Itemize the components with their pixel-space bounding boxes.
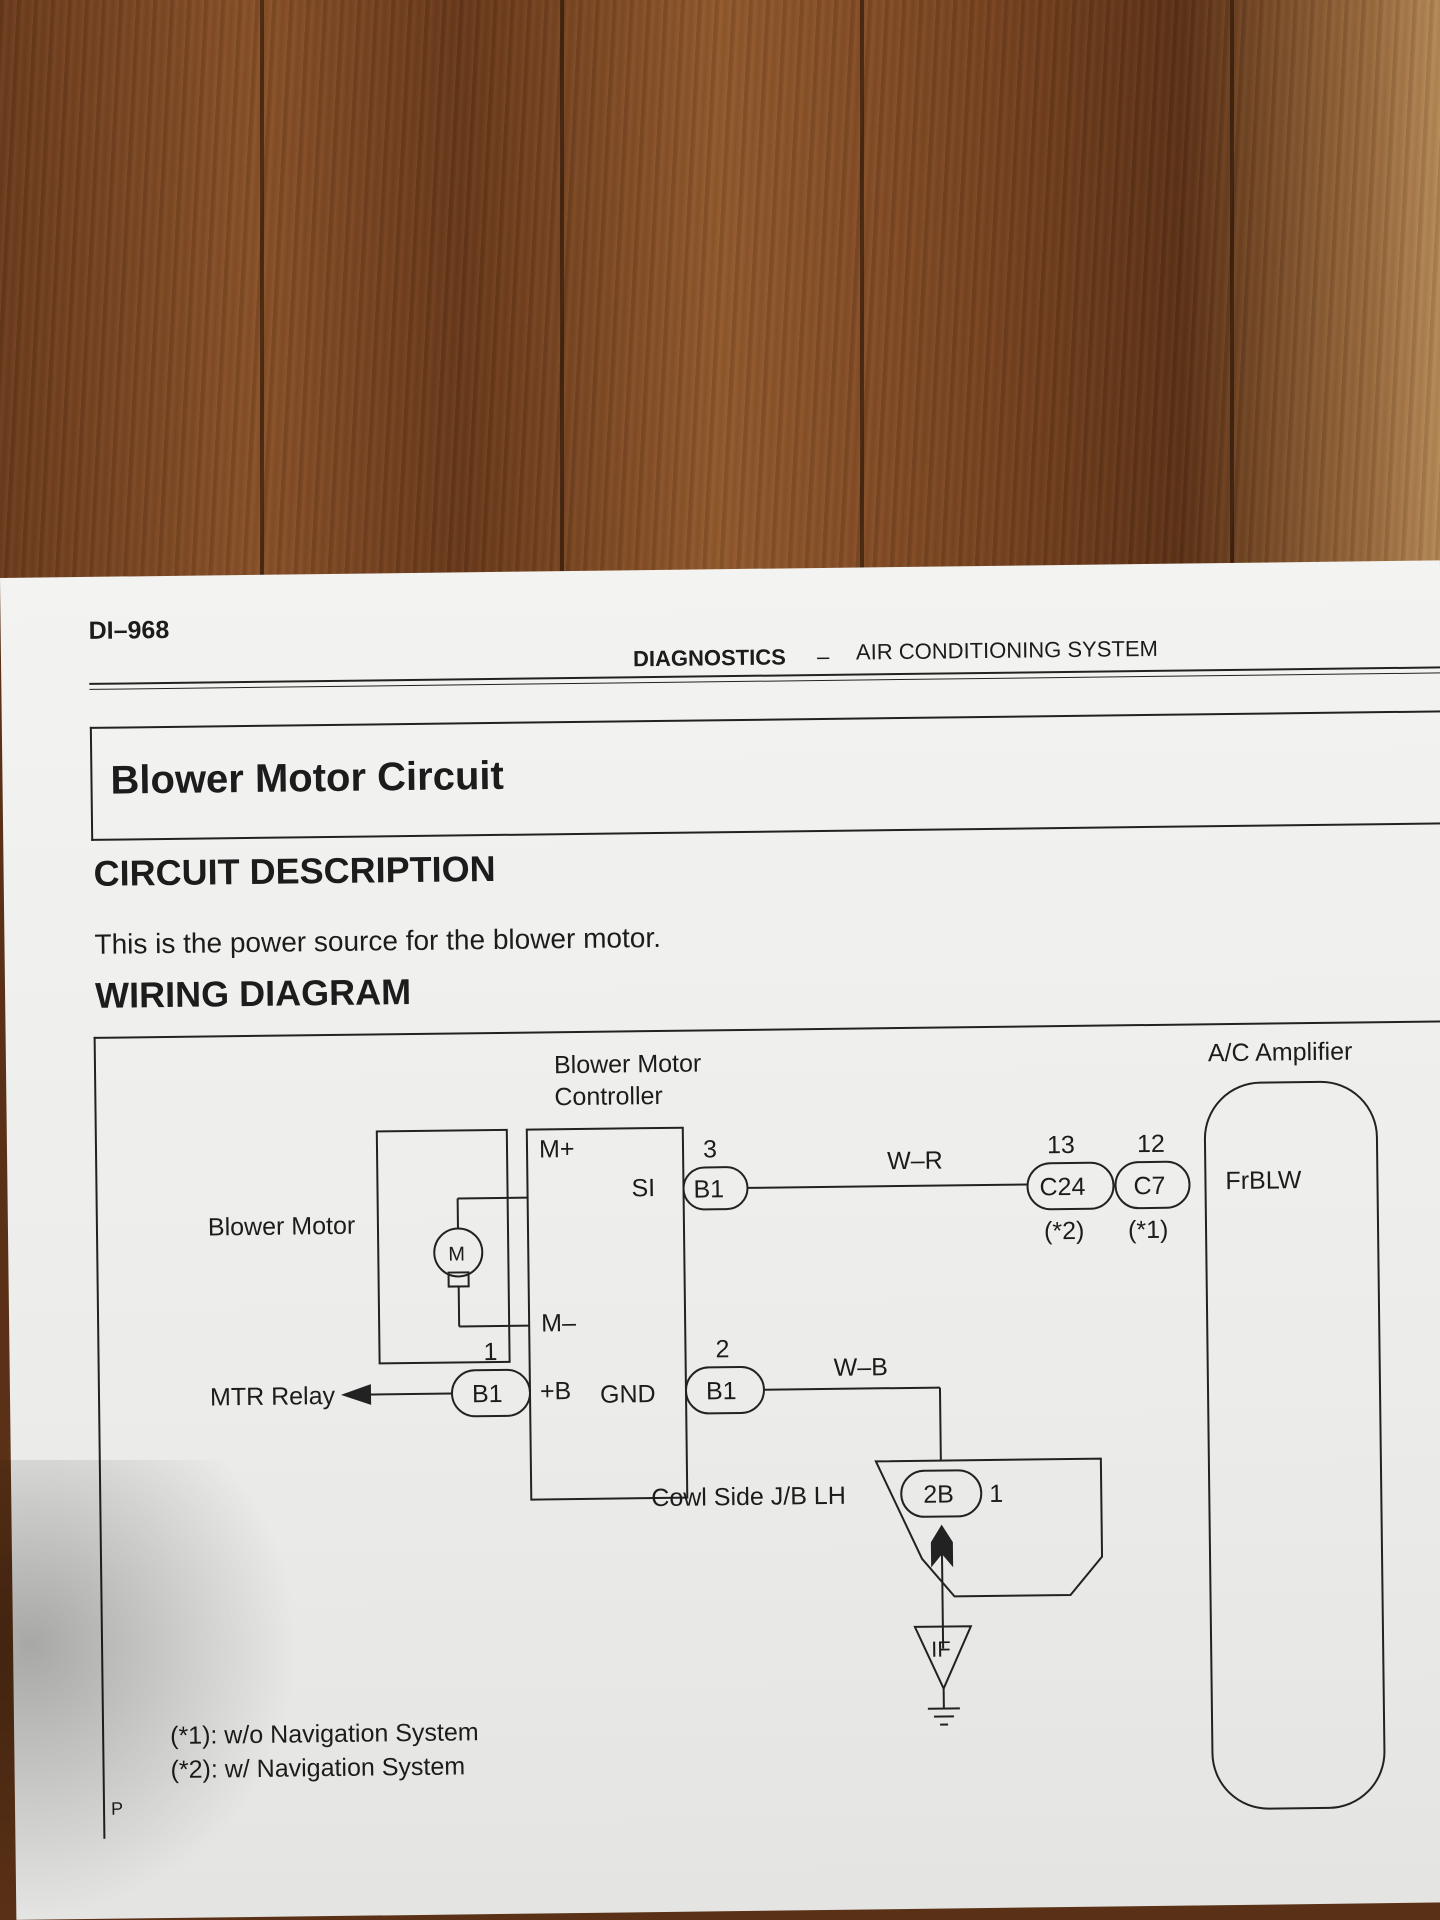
motor-symbol-letter: M — [448, 1243, 465, 1265]
connector-c24 — [1026, 1161, 1115, 1211]
controller-label-line2: Controller — [554, 1082, 663, 1111]
manual-page: DI–968 DIAGNOSTICS – AIR CONDITIONING SY… — [0, 560, 1440, 1920]
title-box: Blower Motor Circuit — [89, 710, 1440, 841]
wiring-diagram-heading: WIRING DIAGRAM — [94, 971, 412, 1016]
connector-b1-left-pin: 1 — [483, 1338, 497, 1366]
motor-wire — [457, 1196, 528, 1200]
terminal-frblw: FrBLW — [1225, 1166, 1302, 1195]
connector-c24-label: C24 — [1039, 1173, 1085, 1202]
wire-w-r — [747, 1183, 1028, 1189]
floor-seam — [860, 0, 864, 600]
floor-seam — [560, 0, 564, 600]
terminal-m-plus: M+ — [539, 1135, 575, 1163]
wood-floor-background — [0, 0, 1440, 600]
corner-mark: P — [110, 1798, 124, 1819]
connector-b1-top-label: B1 — [693, 1175, 724, 1203]
page-title: Blower Motor Circuit — [110, 753, 505, 803]
amplifier-label: A/C Amplifier — [1208, 1038, 1353, 1068]
terminal-if: IF — [931, 1636, 951, 1661]
circuit-description-text: This is the power source for the blower … — [94, 921, 662, 960]
floor-seam — [260, 0, 264, 600]
header-separator: – — [816, 643, 830, 670]
note-2: (*2): w/ Navigation System — [170, 1752, 465, 1784]
terminal-m-minus: M– — [541, 1309, 576, 1337]
blower-motor-box — [375, 1128, 511, 1365]
connector-b1-top-pin: 3 — [703, 1135, 717, 1163]
terminal-si: SI — [631, 1174, 655, 1202]
wire-w-b — [938, 1387, 942, 1461]
jb-label: Cowl Side J/B LH — [651, 1482, 846, 1512]
motor-wire — [459, 1324, 530, 1328]
connector-c24-pin: 13 — [1047, 1131, 1075, 1159]
connector-c7-note: (*1) — [1128, 1216, 1169, 1244]
connector-c7-pin: 12 — [1137, 1130, 1165, 1158]
wiring-diagram: Blower Motor Controller A/C Amplifier M+… — [93, 1020, 1440, 1839]
controller-box — [525, 1126, 689, 1501]
wire-w-b — [763, 1386, 940, 1391]
page-number: DI–968 — [88, 615, 170, 645]
blower-motor-label: Blower Motor — [208, 1212, 356, 1242]
connector-2b — [900, 1469, 983, 1518]
amplifier-box — [1203, 1080, 1386, 1810]
connector-c7 — [1114, 1160, 1191, 1210]
circuit-description-heading: CIRCUIT DESCRIPTION — [93, 847, 496, 894]
connector-c7-label: C7 — [1133, 1172, 1165, 1200]
header-section: DIAGNOSTICS — [632, 644, 786, 672]
ground-triangle — [913, 1625, 973, 1691]
terminal-plus-b: +B — [540, 1377, 572, 1405]
connector-b1-gnd-label: B1 — [706, 1377, 737, 1405]
connector-b1-left-label: B1 — [472, 1380, 503, 1408]
jb-chevron — [930, 1524, 954, 1568]
junction-block — [874, 1457, 1104, 1598]
arrow-to-mtr-relay — [340, 1384, 372, 1405]
header-system: AIR CONDITIONING SYSTEM — [855, 635, 1159, 665]
controller-label-line1: Blower Motor — [554, 1049, 702, 1079]
connector-c24-note: (*2) — [1044, 1217, 1085, 1245]
floor-seam — [1230, 0, 1234, 600]
wire-w-r-label: W–R — [887, 1147, 943, 1176]
note-1: (*1): w/o Navigation System — [170, 1718, 479, 1750]
wire-to-mtr-relay — [355, 1392, 453, 1396]
mtr-relay-label: MTR Relay — [210, 1382, 336, 1412]
wiring-diagram-canvas: Blower Motor Controller A/C Amplifier M+… — [170, 1038, 1386, 1810]
terminal-gnd: GND — [600, 1380, 656, 1409]
connector-2b-label: 2B — [923, 1480, 954, 1508]
connector-2b-pin: 1 — [989, 1480, 1003, 1508]
connector-b1-gnd-pin: 2 — [715, 1335, 729, 1363]
wire-w-b-label: W–B — [834, 1353, 889, 1382]
